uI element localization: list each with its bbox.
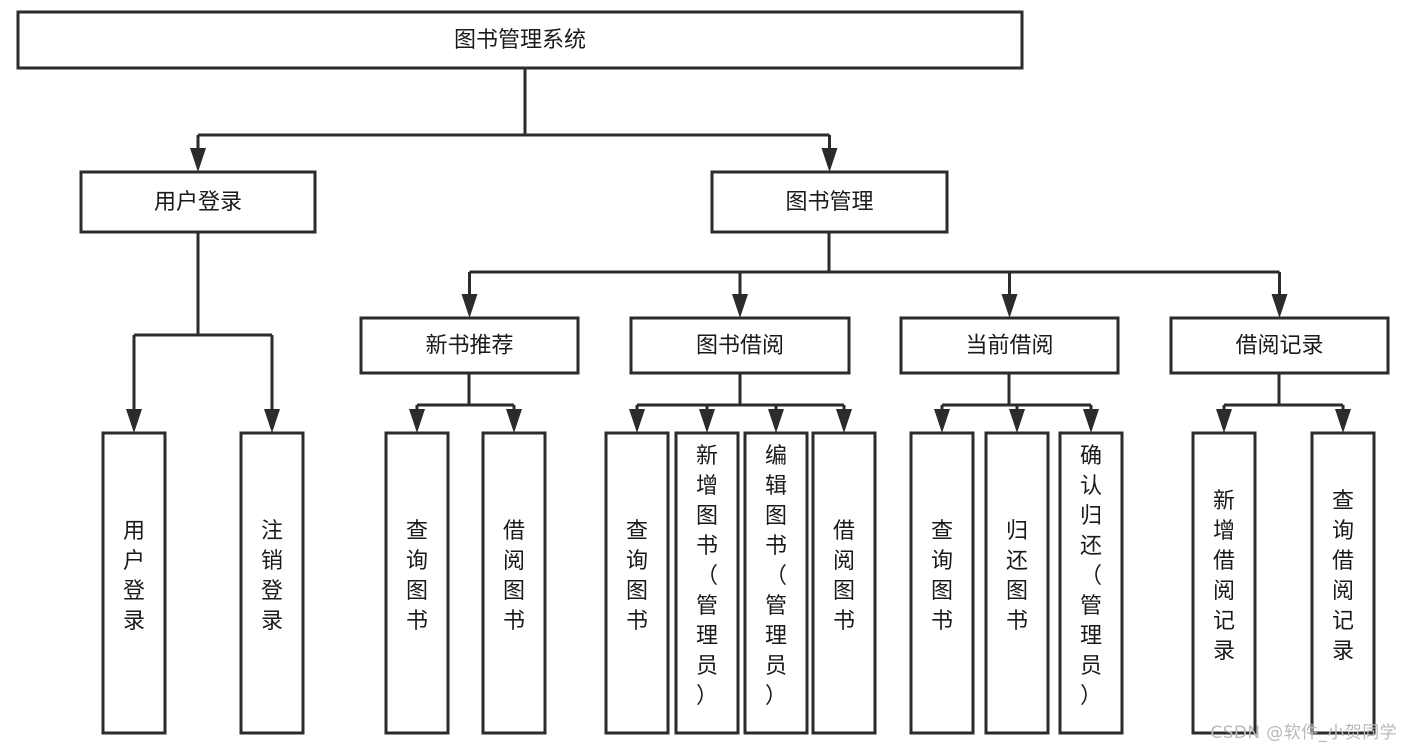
nodes-layer: 图书管理系统用户登录图书管理新书推荐图书借阅当前借阅借阅记录用户登录注销登录查询… [16, 10, 1390, 735]
node-leaf-query-book-1[interactable]: 查询图书 [384, 431, 450, 735]
node-label: 注销登录 [261, 519, 283, 634]
node-box [101, 431, 167, 735]
node-box [239, 431, 305, 735]
arrow-head-icon [1271, 294, 1288, 318]
node-box [1169, 316, 1390, 375]
node-box [629, 316, 851, 375]
node-leaf-return-book[interactable]: 归还图书 [984, 431, 1050, 735]
node-box [1058, 431, 1124, 735]
node-leaf-edit-book[interactable]: 编辑图书（管理员） [743, 431, 809, 735]
node-box [909, 431, 975, 735]
node-box [743, 431, 809, 735]
arrow-head-icon [821, 148, 838, 172]
node-leaf-user-login[interactable]: 用户登录 [101, 431, 167, 735]
arrow-head-icon [629, 409, 645, 433]
node-label: 确认归还（管理员） [1080, 444, 1102, 709]
arrow-head-icon [126, 409, 142, 433]
node-label: 借阅记录 [1235, 334, 1323, 359]
node-user-login[interactable]: 用户登录 [79, 170, 317, 234]
arrow-head-icon [1001, 294, 1018, 318]
arrow-head-icon [768, 409, 784, 433]
node-current-borrow[interactable]: 当前借阅 [899, 316, 1120, 375]
node-box [16, 10, 1024, 70]
node-leaf-query-record[interactable]: 查询借阅记录 [1310, 431, 1376, 735]
node-leaf-add-book[interactable]: 新增图书（管理员） [674, 431, 740, 735]
arrow-head-icon [190, 148, 206, 172]
arrow-head-icon [409, 409, 425, 433]
node-box [710, 170, 949, 234]
node-label: 归还图书 [1006, 519, 1028, 634]
node-leaf-logout[interactable]: 注销登录 [239, 431, 305, 735]
node-label: 图书借阅 [696, 334, 784, 359]
node-label: 查询图书 [406, 519, 428, 634]
arrow-head-icon [1083, 409, 1099, 433]
node-box [674, 431, 740, 735]
node-box [811, 431, 877, 735]
node-box [899, 316, 1120, 375]
node-label: 查询图书 [626, 519, 648, 634]
node-leaf-query-book-2[interactable]: 查询图书 [604, 431, 670, 735]
arrow-head-icon [506, 409, 522, 433]
arrow-head-icon [264, 409, 280, 433]
node-leaf-borrow-book-1[interactable]: 借阅图书 [481, 431, 547, 735]
node-label: 借阅图书 [833, 519, 855, 634]
node-leaf-query-book-3[interactable]: 查询图书 [909, 431, 975, 735]
node-label: 图书管理 [785, 190, 873, 215]
node-box [604, 431, 670, 735]
node-box [79, 170, 317, 234]
node-box [984, 431, 1050, 735]
node-book-borrow[interactable]: 图书借阅 [629, 316, 851, 375]
node-label: 编辑图书（管理员） [765, 444, 787, 709]
arrow-head-icon [461, 294, 478, 318]
node-borrow-record[interactable]: 借阅记录 [1169, 316, 1390, 375]
node-label: 查询图书 [931, 519, 953, 634]
node-box [359, 316, 580, 375]
node-root[interactable]: 图书管理系统 [16, 10, 1024, 70]
arrow-head-icon [836, 409, 852, 433]
node-box [481, 431, 547, 735]
node-new-book-rec[interactable]: 新书推荐 [359, 316, 580, 375]
node-label: 借阅图书 [503, 519, 525, 634]
node-box [1310, 431, 1376, 735]
node-label: 当前借阅 [965, 334, 1053, 359]
node-label: 查询借阅记录 [1332, 489, 1354, 664]
node-label: 新书推荐 [425, 334, 513, 359]
arrow-head-icon [1216, 409, 1232, 433]
arrow-head-icon [699, 409, 715, 433]
node-label: 新增图书（管理员） [696, 444, 718, 709]
node-label: 用户登录 [123, 519, 145, 634]
arrow-head-icon [732, 294, 748, 318]
node-leaf-add-record[interactable]: 新增借阅记录 [1191, 431, 1257, 735]
arrow-head-icon [934, 409, 950, 433]
node-box [1191, 431, 1257, 735]
arrow-head-icon [1009, 409, 1025, 433]
node-leaf-confirm-return[interactable]: 确认归还（管理员） [1058, 431, 1124, 735]
node-label: 用户登录 [154, 190, 242, 215]
node-label: 图书管理系统 [454, 28, 586, 53]
node-box [384, 431, 450, 735]
edges-layer [126, 68, 1351, 433]
node-book-mgmt[interactable]: 图书管理 [710, 170, 949, 234]
node-label: 新增借阅记录 [1213, 489, 1235, 664]
node-leaf-borrow-book-2[interactable]: 借阅图书 [811, 431, 877, 735]
arrow-head-icon [1335, 409, 1351, 433]
